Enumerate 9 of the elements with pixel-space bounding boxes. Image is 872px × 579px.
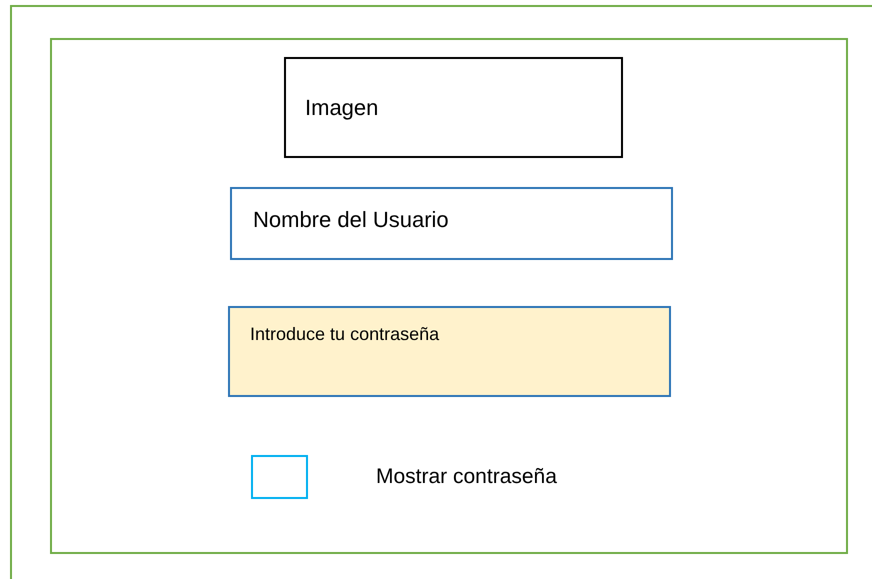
- checkbox-label: Mostrar contraseña: [376, 465, 557, 489]
- checkbox-square: [251, 455, 308, 499]
- username-field: [230, 187, 673, 260]
- image-placeholder-box: [284, 57, 623, 158]
- login-panel: [50, 38, 848, 554]
- field-text: Introduce tu contraseña: [250, 324, 440, 345]
- field-text: Nombre del Usuario: [253, 207, 449, 233]
- field-text: Imagen: [305, 95, 378, 121]
- password-field: [228, 306, 671, 397]
